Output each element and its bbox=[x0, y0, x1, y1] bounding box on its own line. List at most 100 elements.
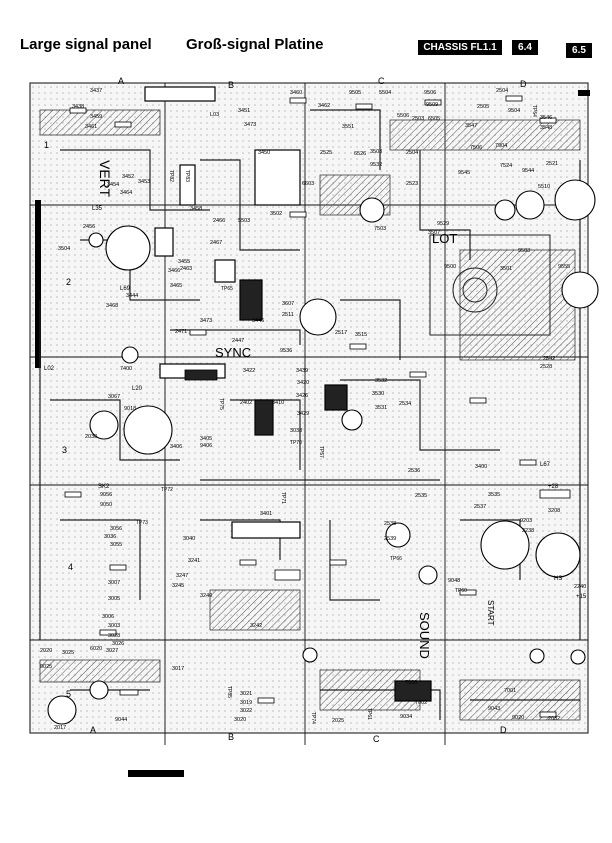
ref-9025: 9025 bbox=[40, 664, 52, 670]
ref-3438: 3438 bbox=[72, 104, 84, 110]
ref-3546: 3546 bbox=[540, 115, 552, 121]
ref-3019: 3019 bbox=[240, 700, 252, 706]
ref-3055: 3055 bbox=[110, 542, 122, 548]
ref-6020: 6020 bbox=[90, 646, 102, 652]
ref-3247: 3247 bbox=[176, 573, 188, 579]
ref-2542: 2542 bbox=[543, 356, 555, 362]
marker-l69: L69 bbox=[120, 286, 131, 292]
ref-2503: 2503 bbox=[412, 116, 424, 122]
ref-2528: 2528 bbox=[540, 364, 552, 370]
ref-7017: 3017 bbox=[172, 666, 184, 672]
ref-3473b: 3473 bbox=[200, 318, 212, 324]
marker-plus28: +28 bbox=[548, 484, 559, 490]
grid-col-top-d: D bbox=[520, 79, 527, 89]
ref-3454: 3454 bbox=[107, 182, 119, 188]
ref-9043: 9043 bbox=[488, 706, 500, 712]
ref-3437: 3437 bbox=[90, 88, 102, 94]
ref-9506: 9506 bbox=[424, 90, 436, 96]
ref-2535: 2535 bbox=[415, 493, 427, 499]
ref-2525: 2525 bbox=[320, 150, 332, 156]
pcb-layout-diagram: A B C D A B C D 1 2 3 4 5 VERT SYNC LOT … bbox=[29, 76, 599, 777]
ref-3446: 3446 bbox=[252, 318, 264, 324]
grid-row-2: 2 bbox=[66, 277, 71, 287]
ref-3036: 3036 bbox=[104, 534, 116, 540]
ic-7420 bbox=[324, 384, 348, 411]
grid-row-3: 3 bbox=[62, 445, 67, 455]
ref-3406: 3406 bbox=[170, 444, 182, 450]
marker-l67: L67 bbox=[540, 462, 551, 468]
test-points: TP64 TP83 TP82 TP65 TP75 TP70 TP72 TP73 … bbox=[136, 105, 537, 724]
ic-7453 bbox=[179, 164, 196, 206]
ref-3607: 3607 bbox=[282, 301, 294, 307]
ref-7904: 7904 bbox=[495, 143, 507, 149]
ref-9018: 9018 bbox=[124, 406, 136, 412]
ref-3040: 3040 bbox=[183, 536, 195, 542]
ref-2521: 2521 bbox=[546, 161, 558, 167]
tp82: TP82 bbox=[168, 170, 174, 182]
ref-9529: 9529 bbox=[437, 221, 449, 227]
grid-row-5: 5 bbox=[66, 689, 71, 699]
ref-6526: 6526 bbox=[354, 151, 366, 157]
ref-3464: 3464 bbox=[120, 190, 132, 196]
ref-9406: 9406 bbox=[200, 443, 212, 449]
ref-3459: 3459 bbox=[90, 114, 102, 120]
ref-3551: 3551 bbox=[342, 124, 354, 130]
ref-9500: 9500 bbox=[444, 264, 456, 270]
ref-3462: 3462 bbox=[318, 103, 330, 109]
grid-col-bottom-c: C bbox=[373, 734, 380, 744]
grid-col-top-c: C bbox=[378, 76, 385, 86]
tp70: TP70 bbox=[290, 440, 302, 446]
ref-9503: 9503 bbox=[518, 248, 530, 254]
label-start: START bbox=[486, 600, 495, 626]
ic-7002 bbox=[394, 680, 432, 702]
ref-2534: 2534 bbox=[399, 401, 411, 407]
tp57: TP57 bbox=[318, 446, 324, 458]
ref-3452: 3452 bbox=[122, 174, 134, 180]
ref-l03: L03 bbox=[210, 112, 219, 118]
ref-3245: 3245 bbox=[172, 583, 184, 589]
ref-3410: 3410 bbox=[272, 400, 284, 406]
lot-transformer bbox=[429, 234, 551, 336]
ref-2536: 2536 bbox=[408, 468, 420, 474]
ref-2504: 2504 bbox=[496, 88, 508, 94]
tp71: TP71 bbox=[280, 492, 286, 504]
ref-9532: 9532 bbox=[370, 162, 382, 168]
ref-3530: 3530 bbox=[372, 391, 384, 397]
ref-3548: 3548 bbox=[540, 125, 552, 131]
ref-3401: 3401 bbox=[260, 511, 272, 517]
ref-2038: 2038 bbox=[85, 434, 97, 440]
ref-2505: 2505 bbox=[477, 104, 489, 110]
ref-2504b: 2504 bbox=[406, 150, 418, 156]
ref-3208: 3208 bbox=[548, 508, 560, 514]
ref-2402: 2402 bbox=[240, 400, 252, 406]
ic-7450 bbox=[154, 227, 174, 257]
ref-3056: 3056 bbox=[110, 526, 122, 532]
tp73: TP73 bbox=[136, 520, 148, 526]
tp66: TP66 bbox=[390, 556, 402, 562]
ref-2517: 2517 bbox=[335, 330, 347, 336]
marker-hs: HS bbox=[554, 576, 562, 582]
ref-3460: 3460 bbox=[290, 90, 302, 96]
ref-2471: 2471 bbox=[175, 329, 187, 335]
edge-marker-bar bbox=[35, 200, 41, 368]
ref-3535: 3535 bbox=[488, 492, 500, 498]
ref-9536: 9536 bbox=[280, 348, 292, 354]
chassis-badge: CHASSIS FL1.1 bbox=[418, 40, 502, 55]
ref-2466: 2466 bbox=[213, 218, 225, 224]
ref-3426: 3426 bbox=[296, 393, 308, 399]
label-sync: SYNC bbox=[215, 345, 251, 360]
ic-7460 bbox=[214, 259, 236, 283]
ref-3531: 3531 bbox=[375, 405, 387, 411]
ref-9504: 9504 bbox=[508, 108, 520, 114]
ref-9509: 9509 bbox=[426, 102, 438, 108]
page-header: Large signal panel Groß-signal Platine C… bbox=[0, 0, 612, 60]
ref-2025: 2025 bbox=[332, 718, 344, 724]
tp75: TP75 bbox=[218, 398, 224, 410]
ref-2017: 2017 bbox=[54, 725, 66, 731]
ref-3025: 3025 bbox=[62, 650, 74, 656]
ref-7503: 7503 bbox=[374, 226, 386, 232]
grid-col-top-b: B bbox=[228, 80, 234, 90]
ref-3504: 3504 bbox=[58, 246, 70, 252]
ref-2537: 2537 bbox=[474, 504, 486, 510]
ref-3515: 3515 bbox=[355, 332, 367, 338]
